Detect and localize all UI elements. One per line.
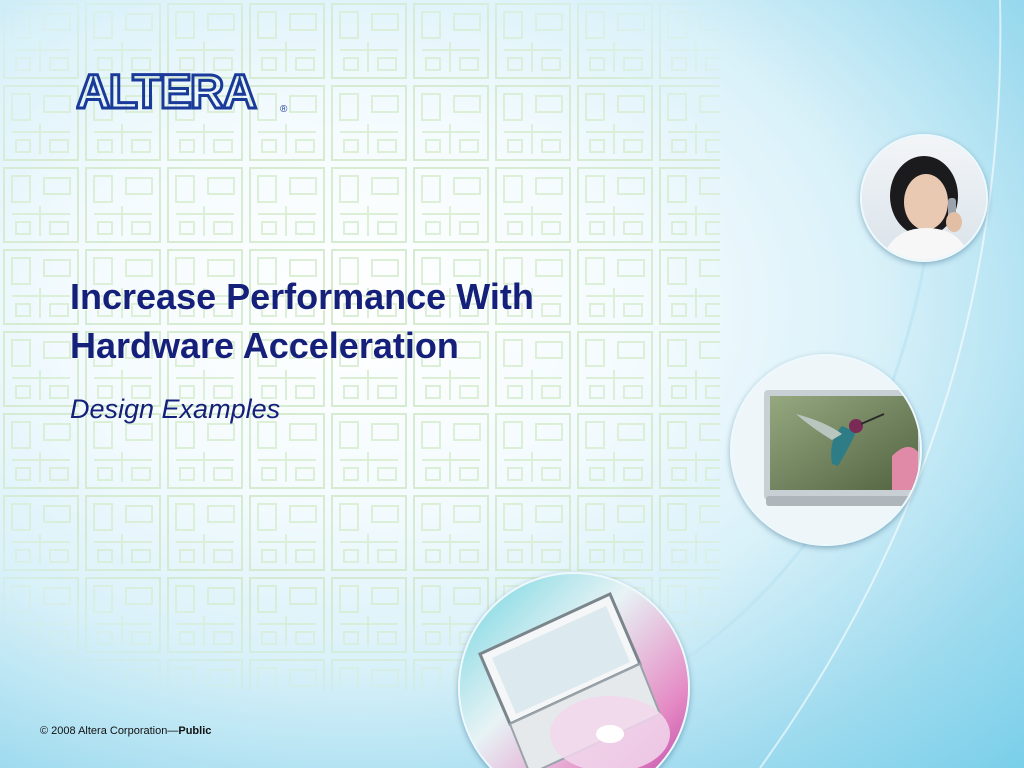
woman-on-phone-image [860,134,988,262]
title-line-2: Hardware Acceleration [70,325,459,366]
title-line-1: Increase Performance With [70,276,534,317]
altera-logo: ALTERA ® [75,65,296,121]
registered-mark: ® [280,104,288,115]
footer-copyright: © 2008 Altera Corporation—Public [40,725,211,737]
logo-wordmark: ALTERA [76,66,256,118]
hummingbird-tv-image [730,354,922,546]
copyright-text: © 2008 Altera Corporation— [40,725,179,737]
laptop-disc-image [458,572,690,768]
slide-title: Increase Performance With Hardware Accel… [70,272,710,370]
classification-label: Public [178,725,212,737]
slide-subtitle: Design Examples [70,394,281,424]
